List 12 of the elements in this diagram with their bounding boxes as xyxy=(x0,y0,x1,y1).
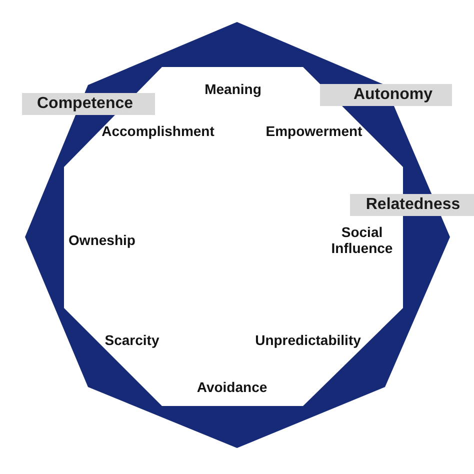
drive-label: Autonomy xyxy=(353,87,433,103)
drive-label: Owneship xyxy=(68,232,136,248)
drive-label: Social Influence xyxy=(330,224,394,256)
banner-tag xyxy=(350,194,474,216)
drive-label: Accomplishment xyxy=(100,122,216,140)
drive-label: Unpredictability xyxy=(254,332,362,348)
drive-label: Empowerment xyxy=(264,122,364,140)
drive-label: Meaning xyxy=(204,80,262,98)
drive-label: Competence xyxy=(36,96,134,112)
drive-label: Relatedness xyxy=(366,197,460,213)
drive-label: Avoidance xyxy=(196,378,268,396)
drive-label: Scarcity xyxy=(104,332,160,348)
